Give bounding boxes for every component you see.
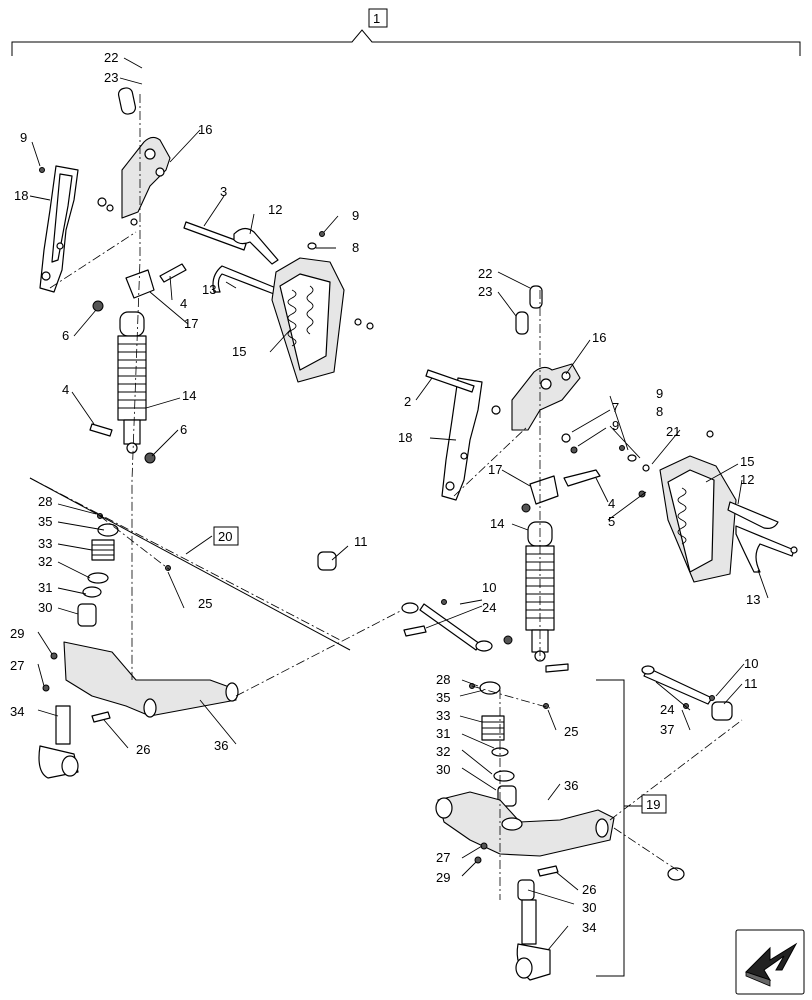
callout-17-right: 17 [488, 462, 502, 477]
callout-28-left: 28 [38, 494, 52, 509]
callout-32-left: 32 [38, 554, 52, 569]
group-19-bracket: 19 [596, 679, 667, 977]
callout-24-right: 24 [482, 600, 496, 615]
callout-32-right: 32 [436, 744, 450, 759]
callout-6-left-b: 6 [180, 422, 187, 437]
callout-14-left: 14 [182, 388, 196, 403]
callout-34-left: 34 [10, 704, 24, 719]
callout-28-right: 28 [436, 672, 450, 687]
callout-27-left: 27 [10, 658, 24, 673]
callout-2-right: 2 [404, 394, 411, 409]
callout-4-left-a: 4 [180, 296, 187, 311]
callout-21-right: 21 [666, 424, 680, 439]
right-assembly [401, 285, 798, 981]
assembly-label: 1 [373, 11, 380, 26]
callout-33-left: 33 [38, 536, 52, 551]
callout-9-right-b: 9 [612, 418, 619, 433]
callout-35-right: 35 [436, 690, 450, 705]
callout-33-right: 33 [436, 708, 450, 723]
callout-37-far: 37 [660, 722, 674, 737]
callout-8-right: 8 [656, 404, 663, 419]
callout-16-right: 16 [592, 330, 606, 345]
callout-29-left: 29 [10, 626, 24, 641]
callout-6-left-a: 6 [62, 328, 69, 343]
callout-12-right: 12 [740, 472, 754, 487]
callout-10-right: 10 [482, 580, 496, 595]
callout-labels: 22 23 16 9 18 3 12 9 8 13 4 6 17 15 14 4… [10, 50, 760, 935]
callout-26-right: 26 [582, 882, 596, 897]
callout-11-far: 11 [744, 676, 758, 691]
assembly-bracket: 1 [11, 8, 801, 56]
callout-31-left: 31 [38, 580, 52, 595]
callout-4-right: 4 [608, 496, 615, 511]
callout-13-left: 13 [202, 282, 216, 297]
callout-34-right: 34 [582, 920, 596, 935]
callout-30-right: 30 [436, 762, 450, 777]
callout-5-right: 5 [608, 514, 615, 529]
callout-9-right-a: 9 [656, 386, 663, 401]
callout-16-left: 16 [198, 122, 212, 137]
group-label-20: 20 [218, 529, 232, 544]
callout-18-left: 18 [14, 188, 28, 203]
callout-31-right: 31 [436, 726, 450, 741]
callout-36-right: 36 [564, 778, 578, 793]
leader-lines [29, 57, 769, 951]
callout-17-left: 17 [184, 316, 198, 331]
callout-15-right: 15 [740, 454, 754, 469]
callout-24-far: 24 [660, 702, 674, 717]
callout-23-right: 23 [478, 284, 492, 299]
callout-25-left: 25 [198, 596, 212, 611]
arrow-navigation-icon[interactable] [735, 929, 805, 995]
callout-30-right-b: 30 [582, 900, 596, 915]
callout-18-right: 18 [398, 430, 412, 445]
callout-8-left: 8 [352, 240, 359, 255]
callout-13-right: 13 [746, 592, 760, 607]
callout-35-left: 35 [38, 514, 52, 529]
left-assembly [29, 87, 411, 779]
callout-10-far: 10 [744, 656, 758, 671]
callout-29-right: 29 [436, 870, 450, 885]
callout-9-left-b: 9 [352, 208, 359, 223]
callout-3-left: 3 [220, 184, 227, 199]
callout-11-left: 11 [354, 534, 368, 549]
group-label-19: 19 [646, 797, 660, 812]
callout-15-left: 15 [232, 344, 246, 359]
callout-36-left: 36 [214, 738, 228, 753]
callout-26-left: 26 [136, 742, 150, 757]
callout-14-right: 14 [490, 516, 504, 531]
callout-12-left: 12 [268, 202, 282, 217]
callout-23-left: 23 [104, 70, 118, 85]
callout-7-right: 7 [612, 400, 619, 415]
callout-22-right: 22 [478, 266, 492, 281]
callout-25-right: 25 [564, 724, 578, 739]
group-20-bracket: 20 [29, 477, 351, 651]
callout-22-left: 22 [104, 50, 118, 65]
callout-4-left-b: 4 [62, 382, 69, 397]
callout-27-right: 27 [436, 850, 450, 865]
callout-30-left: 30 [38, 600, 52, 615]
callout-9-left-a: 9 [20, 130, 27, 145]
